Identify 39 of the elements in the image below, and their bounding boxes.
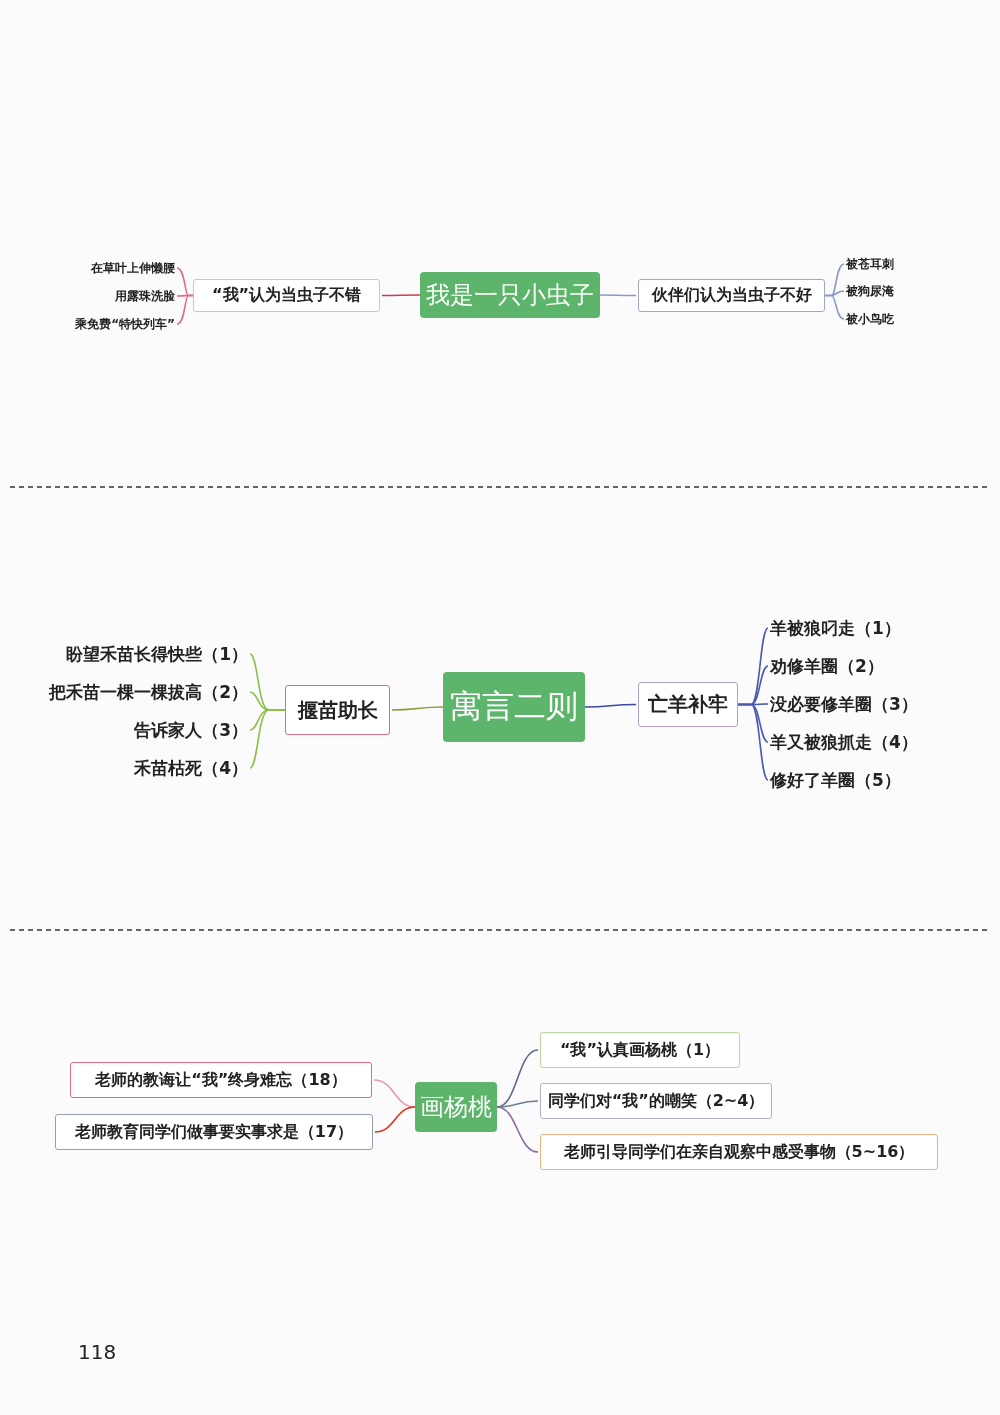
connector-line (584, 703, 637, 708)
leaf-text: 乘免费“特快列车” (75, 315, 175, 333)
leaf-text: 没必要修羊圈（3） (770, 692, 918, 716)
leaf-text: 盼望禾苗长得快些（1） (66, 642, 248, 666)
branch-box: 伙伴们认为当虫子不好 (638, 279, 825, 312)
leaf-text: 用露珠洗脸 (115, 287, 175, 305)
connector-line (374, 1106, 416, 1133)
connector-line (496, 1100, 539, 1108)
leaf-text: 修好了羊圈（5） (770, 768, 901, 792)
topic-box: 寓言二则 (443, 672, 585, 742)
page-number: 118 (78, 1340, 117, 1364)
connector-line (176, 294, 194, 325)
leaf-text: 被小鸟吃 (846, 310, 894, 328)
topic-box: 画杨桃 (415, 1082, 497, 1132)
connector-line (381, 294, 421, 297)
leaf-text: 禾苗枯死（4） (134, 756, 248, 780)
leaf-text: 把禾苗一棵一棵拔高（2） (49, 680, 248, 704)
branch-box: 老师的教诲让“我”终身难忘（18） (70, 1062, 372, 1098)
branch-box: 亡羊补牢 (638, 682, 738, 727)
connector-line (599, 294, 637, 297)
connector-line (391, 706, 444, 711)
branch-box: 老师教育同学们做事要实事求是（17） (55, 1114, 373, 1150)
topic-box: 我是一只小虫子 (420, 272, 600, 318)
branch-box: “我”认为当虫子不错 (193, 279, 380, 312)
branch-box: “我”认真画杨桃（1） (540, 1032, 740, 1068)
branch-box: 同学们对“我”的嘲笑（2~4） (540, 1083, 772, 1119)
connector-line (496, 1106, 539, 1153)
connector-line (249, 709, 286, 769)
leaf-text: 羊被狼叼走（1） (770, 616, 901, 640)
leaf-text: 告诉家人（3） (134, 718, 248, 742)
leaf-text: 劝修羊圈（2） (770, 654, 884, 678)
leaf-text: 在草叶上伸懒腰 (91, 259, 175, 277)
connector-line (824, 294, 845, 320)
branch-box: 揠苗助长 (285, 685, 390, 735)
leaf-text: 羊又被狼抓走（4） (770, 730, 918, 754)
connector-line (737, 703, 769, 781)
leaf-text: 被狗尿淹 (846, 282, 894, 300)
branch-box: 老师引导同学们在亲自观察中感受事物（5~16） (540, 1134, 938, 1170)
leaf-text: 被苍耳刺 (846, 255, 894, 273)
